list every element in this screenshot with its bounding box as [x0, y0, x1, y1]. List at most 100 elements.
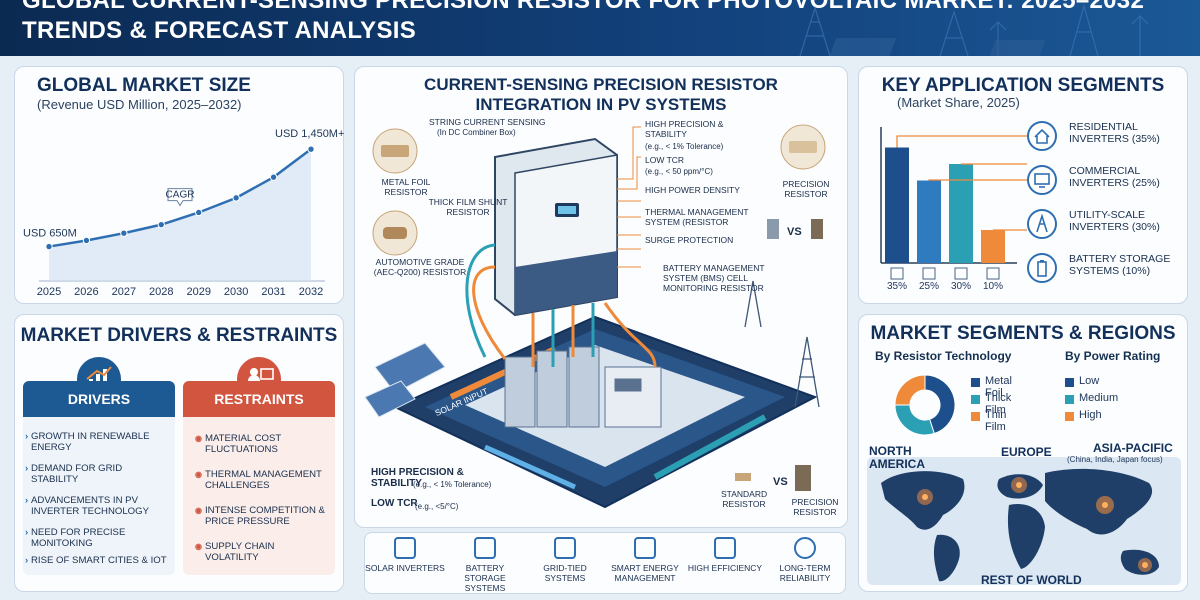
bar [917, 180, 941, 263]
legend-swatch [971, 395, 980, 404]
benefit-battery-storage: BATTERY STORAGE SYSTEMS [445, 537, 525, 593]
legend-swatch [971, 378, 980, 387]
legend-swatch [1065, 412, 1074, 421]
driver-item: DEMAND FOR GRID STABILITY [25, 463, 171, 485]
label-precision-resistor-bottom: PRECISION RESISTOR [791, 497, 839, 517]
area-fill [49, 149, 311, 281]
legend-label: Thick Film [985, 392, 1012, 416]
data-point [157, 220, 165, 229]
bar [981, 230, 1005, 263]
start-value-label: USD 650M [23, 228, 77, 240]
drivers-restraints-panel: MARKET DRIVERS & RESTRAINTS DRIVERS GROW… [14, 314, 344, 592]
region-north-america: NORTH AMERICA [869, 444, 925, 471]
bar-connector [896, 135, 1027, 148]
donut-slice [894, 404, 935, 436]
label-metal-foil: METAL FOIL RESISTOR [381, 177, 431, 197]
label-high-precision: HIGH PRECISION & STABILITY [645, 119, 724, 139]
automotive-resistor-thumb [372, 210, 418, 256]
benefit-label: LONG-TERM RELIABILITY [779, 563, 831, 583]
donut-slice [894, 374, 926, 406]
driver-item: RISE OF SMART CITIES & IOT [25, 555, 171, 566]
bar-category-icon [954, 267, 968, 280]
label-standard-resistor: STANDARD RESISTOR [721, 489, 768, 509]
applications-bar-chart: 35% 25% 30% 10% [880, 127, 1027, 292]
label-thick-film: THICK FILM SHUNT RESISTOR [428, 197, 508, 217]
header-title-line2: TRENDS & FORECAST ANALYSIS [22, 17, 417, 44]
cagr-callout [167, 188, 193, 207]
app-label: BATTERY STORAGE SYSTEMS (10%) [1069, 253, 1171, 277]
benefits-strip: SOLAR INVERTERS BATTERY STORAGE SYSTEMS … [364, 532, 846, 594]
market-size-subtitle: (Revenue USD Million, 2025–2032) [37, 97, 242, 112]
label-string-sensing-sub: (In DC Combiner Box) [437, 128, 516, 137]
metal-foil-resistor-thumb [372, 128, 418, 174]
applications-title: KEY APPLICATION SEGMENTS [881, 75, 1165, 96]
bar-value-label: 25% [919, 281, 939, 292]
x-tick-label: 2031 [261, 286, 285, 298]
data-point [232, 194, 240, 202]
label-vs-top: VS [787, 226, 802, 238]
signal-tower-icon [634, 537, 656, 559]
label-automotive: AUTOMOTIVE GRADE (AEC-Q200) RESISTOR [373, 257, 467, 277]
benefit-label: SMART ENERGY MANAGEMENT [611, 563, 679, 583]
label-low-tcr-bottom: LOW TCR [371, 498, 418, 509]
app-label: COMMERCIAL INVERTERS (25%) [1069, 165, 1160, 189]
bar-category-icon [890, 267, 904, 280]
pylon-icon [554, 537, 576, 559]
bar-value-label: 30% [951, 281, 971, 292]
restraint-item: INTENSE COMPETITION & PRICE PRESSURE [195, 505, 329, 527]
app-label: RESIDENTIAL INVERTERS (35%) [1069, 121, 1160, 145]
label-thermal: THERMAL MANAGEMENT SYSTEM (RESISTOR [645, 207, 749, 227]
battery-icon [1027, 253, 1057, 283]
benefit-label: BATTERY STORAGE SYSTEMS [464, 563, 506, 593]
label-low-tcr-sub: (e.g., < 50 ppm/°C) [645, 167, 713, 176]
label-low-tcr-bottom-sub: (e.g., <5/°C) [415, 502, 459, 511]
x-tick-label: 2027 [112, 286, 136, 298]
applications-subtitle: (Market Share, 2025) [897, 95, 1020, 110]
pylon-icon [1027, 209, 1057, 239]
pv-system-illustration [364, 124, 826, 509]
benefit-solar-inverters: SOLAR INVERTERS [365, 537, 445, 573]
integration-title-line1: CURRENT-SENSING PRECISION RESISTOR [424, 75, 778, 94]
bar [949, 164, 973, 263]
bar-category-icon [922, 267, 936, 280]
data-point [307, 145, 315, 153]
restraint-item: MATERIAL COST FLUCTUATIONS [195, 433, 329, 455]
label-low-tcr: LOW TCR [645, 155, 685, 165]
applications-panel: KEY APPLICATION SEGMENTS (Market Share, … [858, 66, 1188, 304]
label-high-precision-bottom-sub: (e.g., < 1% Tolerance) [413, 480, 492, 489]
data-point [195, 208, 203, 217]
integration-diagram-panel: CURRENT-SENSING PRECISION RESISTOR INTEG… [354, 66, 848, 528]
segments-panel: MARKET SEGMENTS & REGIONS By Resistor Te… [858, 314, 1188, 592]
benefit-high-efficiency: HIGH EFFICIENCY [685, 537, 765, 573]
integration-title-line2: INTEGRATION IN PV SYSTEMS [475, 95, 727, 114]
label-vs-bottom: VS [773, 476, 788, 488]
benefit-smart-energy: SMART ENERGY MANAGEMENT [605, 537, 685, 583]
bar-connector [928, 179, 1027, 181]
region-europe: EUROPE [1001, 445, 1052, 459]
bar-value-label: 35% [887, 281, 907, 292]
x-tick-label: 2032 [299, 286, 323, 298]
legend-label: High [1079, 409, 1102, 421]
by-power-title: By Power Rating [1065, 349, 1161, 363]
restraint-item: SUPPLY CHAIN VOLATILITY [195, 541, 329, 563]
skyline-decoration [799, 3, 1149, 56]
bar-value-label: 10% [983, 281, 1003, 292]
label-high-power: HIGH POWER DENSITY [645, 185, 740, 195]
drivers-heading: DRIVERS [23, 381, 175, 417]
restraints-heading: RESTRAINTS [183, 381, 335, 417]
data-point [82, 236, 91, 245]
legend-label: Metal Foil [985, 375, 1012, 399]
legend-label: Low [1079, 375, 1100, 387]
legend-label: Medium [1079, 392, 1119, 404]
x-tick-label: 2026 [74, 286, 98, 298]
label-precision-resistor: PRECISION RESISTOR [782, 179, 830, 199]
cagr-label: CAGR [166, 190, 195, 201]
header-banner: GLOBAL CURRENT-SENSING PRECISION RESISTO… [0, 0, 1200, 56]
battery-icon [474, 537, 496, 559]
driver-item: NEED FOR PRECISE MONITOKING [25, 527, 171, 549]
clock-icon [794, 537, 816, 559]
legend-label: Thin Film [985, 409, 1007, 433]
x-tick-label: 2028 [149, 286, 173, 298]
drivers-restraints-title: MARKET DRIVERS & RESTRAINTS [20, 325, 338, 346]
x-tick-label: 2030 [224, 286, 248, 298]
